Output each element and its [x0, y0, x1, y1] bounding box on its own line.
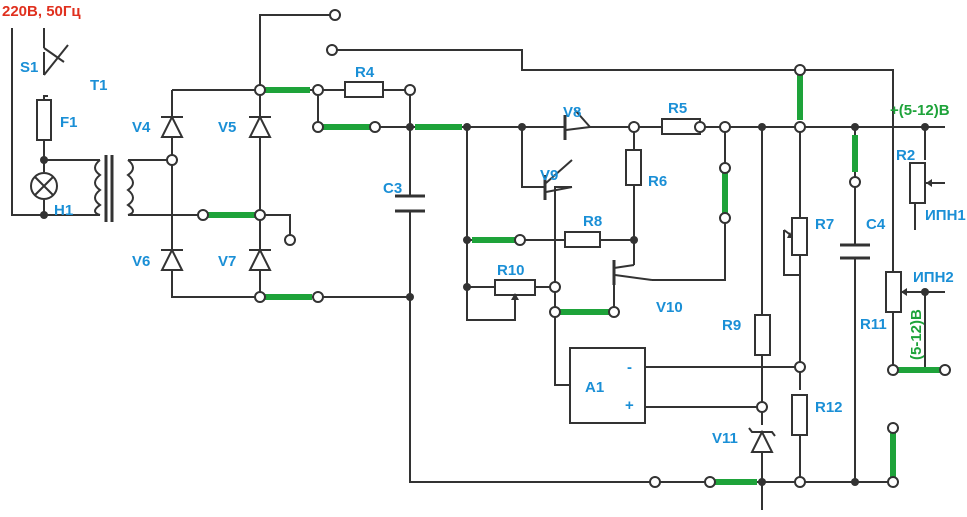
label-R8: R8	[583, 213, 602, 230]
label-R4: R4	[355, 64, 375, 81]
zener-V11	[748, 427, 776, 453]
transistor-V9	[543, 159, 573, 200]
label-R7: R7	[815, 216, 834, 233]
label-V8: V8	[563, 104, 581, 121]
opamp-A1	[569, 347, 646, 424]
diode-V7	[248, 247, 272, 271]
capacitor-C3	[395, 194, 425, 213]
label-R6: R6	[648, 173, 667, 190]
label-F1: F1	[60, 114, 78, 131]
resistor-R4	[344, 81, 384, 98]
diode-V4	[160, 114, 184, 138]
label-V6: V6	[132, 253, 150, 270]
label-T1: T1	[90, 77, 108, 94]
resistor-R7	[783, 217, 808, 256]
label-A1-plus: +	[625, 397, 634, 414]
transistor-V10	[612, 260, 653, 285]
label-R10: R10	[497, 262, 525, 279]
label-V10: V10	[656, 299, 683, 316]
label-C4: C4	[866, 216, 886, 233]
label-R5: R5	[668, 100, 687, 117]
label-V4: V4	[132, 119, 151, 136]
label-V5: V5	[218, 119, 236, 136]
label-R11: R11	[860, 316, 887, 333]
label-R2: R2	[896, 147, 915, 164]
highlighted-wires	[207, 75, 940, 485]
resistor-R9	[754, 314, 771, 356]
transformer-T1	[94, 155, 134, 222]
transistor-V8	[540, 109, 591, 140]
resistor-R10	[494, 279, 536, 310]
label-V9: V9	[540, 167, 558, 184]
label-H1: H1	[54, 202, 73, 219]
resistor-R11	[885, 271, 907, 313]
fuse-F1	[36, 99, 52, 141]
lamp-H1	[30, 172, 58, 200]
resistor-R12	[791, 394, 808, 436]
label-R12: R12	[815, 399, 843, 416]
label-C3: C3	[383, 180, 402, 197]
capacitor-C4	[840, 243, 870, 260]
label-V11: V11	[712, 430, 738, 447]
resistor-R2	[909, 162, 945, 204]
diode-V5	[248, 114, 272, 138]
resistor-R6	[625, 149, 642, 186]
mains-label: 220В, 50Гц	[2, 3, 81, 20]
labels: 220В, 50Гц S1 F1 H1 T1 V4 V5 V6 V7 C3 R4…	[2, 3, 966, 447]
label-R9: R9	[722, 317, 741, 334]
open-terminals	[166, 9, 951, 488]
label-A1: A1	[585, 379, 604, 396]
label-IPN1: ИПН1	[925, 207, 966, 224]
label-A1-minus: -	[627, 359, 632, 376]
output-voltage-label-vertical: (5-12)В	[908, 309, 925, 360]
output-voltage-label: +(5-12)В	[890, 102, 950, 119]
label-V7: V7	[218, 253, 236, 270]
diode-V6	[160, 247, 184, 271]
resistor-R8	[564, 231, 601, 248]
label-IPN2: ИПН2	[913, 269, 954, 286]
label-S1: S1	[20, 59, 38, 76]
switch-S1	[43, 44, 69, 76]
